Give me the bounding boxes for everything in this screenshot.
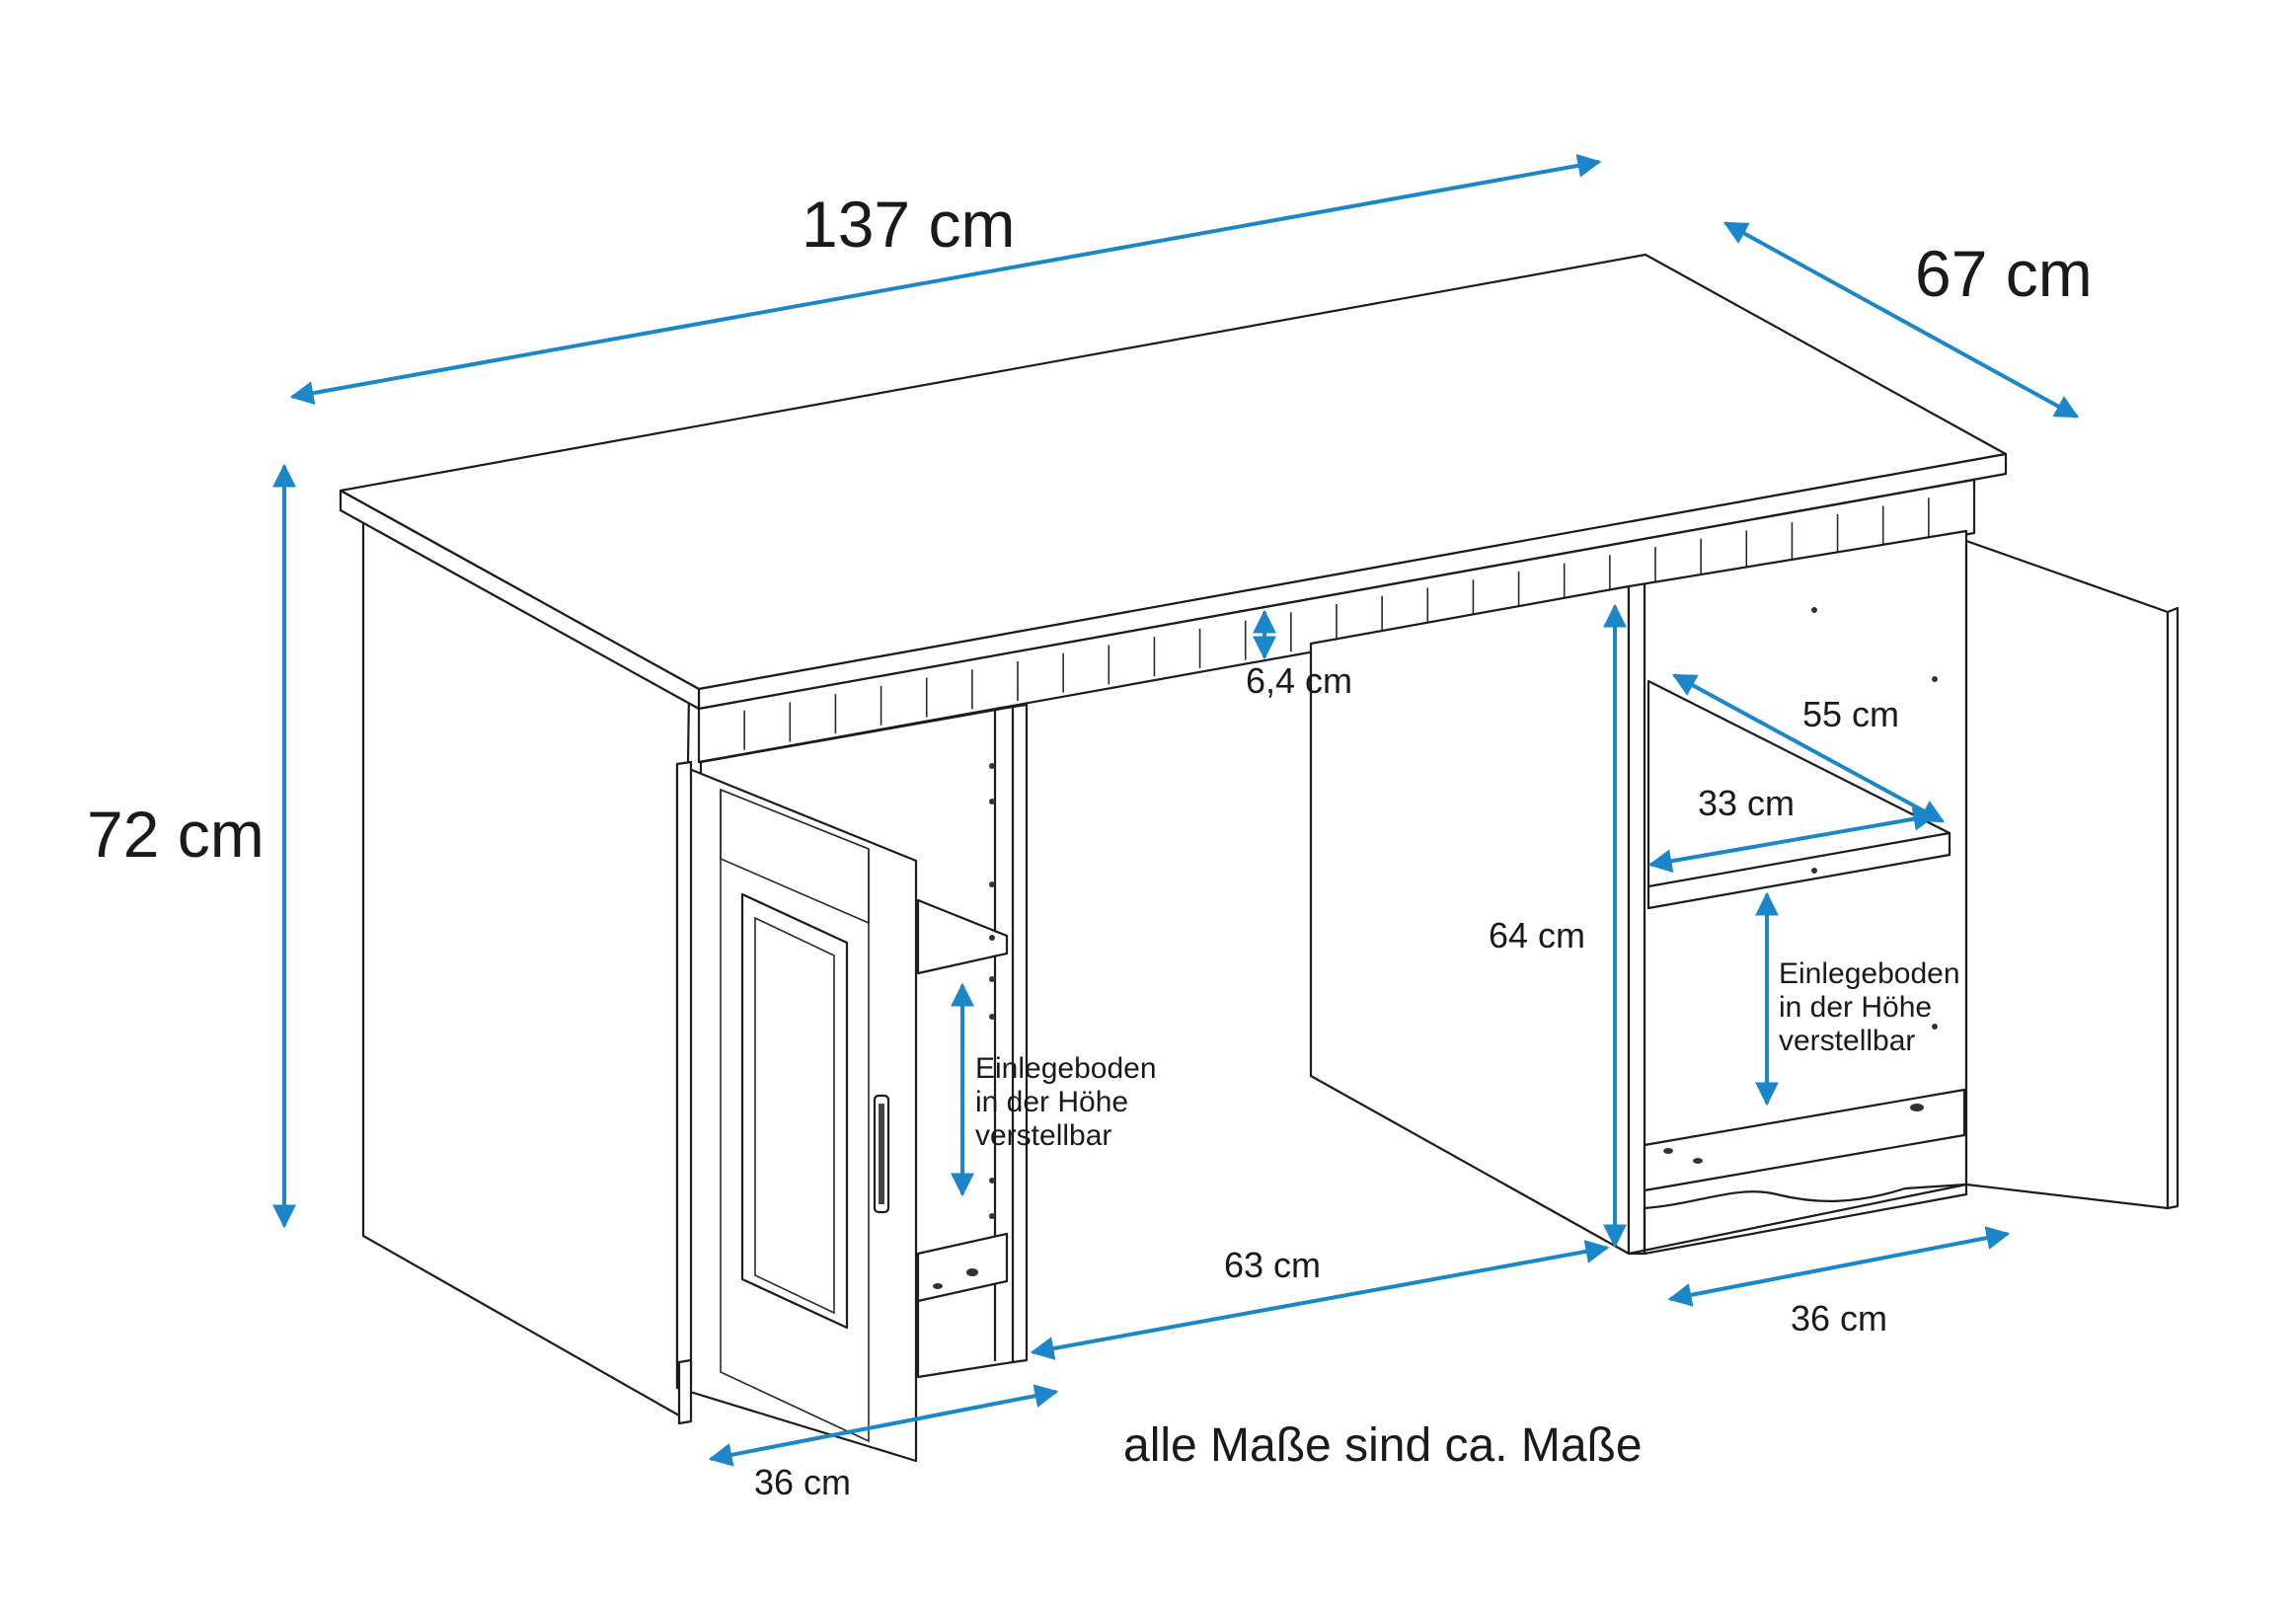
left-shelf-pin-holes xyxy=(989,763,995,1219)
width-arrow xyxy=(289,154,1602,405)
left-cabinet-width-arrow xyxy=(708,1384,1059,1467)
shelf-note-left: Einlegeboden in der Höhe verstellbar xyxy=(975,1052,1157,1152)
svg-text:in der Höhe: in der Höhe xyxy=(1779,991,1932,1024)
right-cabinet-width-label: 36 cm xyxy=(1791,1298,1887,1338)
depth-arrow xyxy=(1722,221,2080,419)
right-shelf-width-arrow xyxy=(1647,806,1938,874)
right-shelf-depth-label: 55 cm xyxy=(1802,694,1899,734)
right-door-edge xyxy=(2166,606,2180,1210)
left-shelf xyxy=(916,898,1009,975)
right-cabinet-width-arrow xyxy=(1667,1226,2011,1307)
svg-text:verstellbar: verstellbar xyxy=(1779,1025,1915,1057)
dimension-arrows xyxy=(272,154,2080,1467)
right-shelf-width-label: 33 cm xyxy=(1698,783,1795,823)
knee-height-label: 64 cm xyxy=(1489,915,1585,955)
right-door-outer xyxy=(1964,539,2170,1210)
footnote: alle Maße sind ca. Maße xyxy=(1123,1419,1643,1472)
left-door-edge xyxy=(675,760,693,1390)
left-cabinet-width-label: 36 cm xyxy=(754,1462,851,1502)
shelf-note-right: Einlegeboden in der Höhe verstellbar xyxy=(1779,957,1960,1057)
svg-text:Einlegeboden: Einlegeboden xyxy=(1779,957,1960,990)
left-door-glass xyxy=(740,892,849,1330)
width-label: 137 cm xyxy=(802,188,1015,261)
dimension-labels: 137 cm 67 cm 72 cm 6,4 cm 55 cm 33 cm 64… xyxy=(87,188,2093,1502)
knee-width-label: 63 cm xyxy=(1224,1245,1321,1285)
right-bottom xyxy=(1643,1088,1966,1192)
knee-width-arrow xyxy=(1030,1240,1610,1360)
right-shelf-depth-arrow xyxy=(1671,673,1946,823)
svg-text:verstellbar: verstellbar xyxy=(975,1119,1111,1152)
apron-height-label: 6,4 cm xyxy=(1246,660,1352,701)
depth-label: 67 cm xyxy=(1915,237,2093,310)
left-plinth xyxy=(677,1358,693,1425)
height-label: 72 cm xyxy=(87,798,265,871)
svg-text:in der Höhe: in der Höhe xyxy=(975,1086,1128,1118)
apron-panels xyxy=(698,490,1975,758)
svg-text:Einlegeboden: Einlegeboden xyxy=(975,1052,1157,1085)
